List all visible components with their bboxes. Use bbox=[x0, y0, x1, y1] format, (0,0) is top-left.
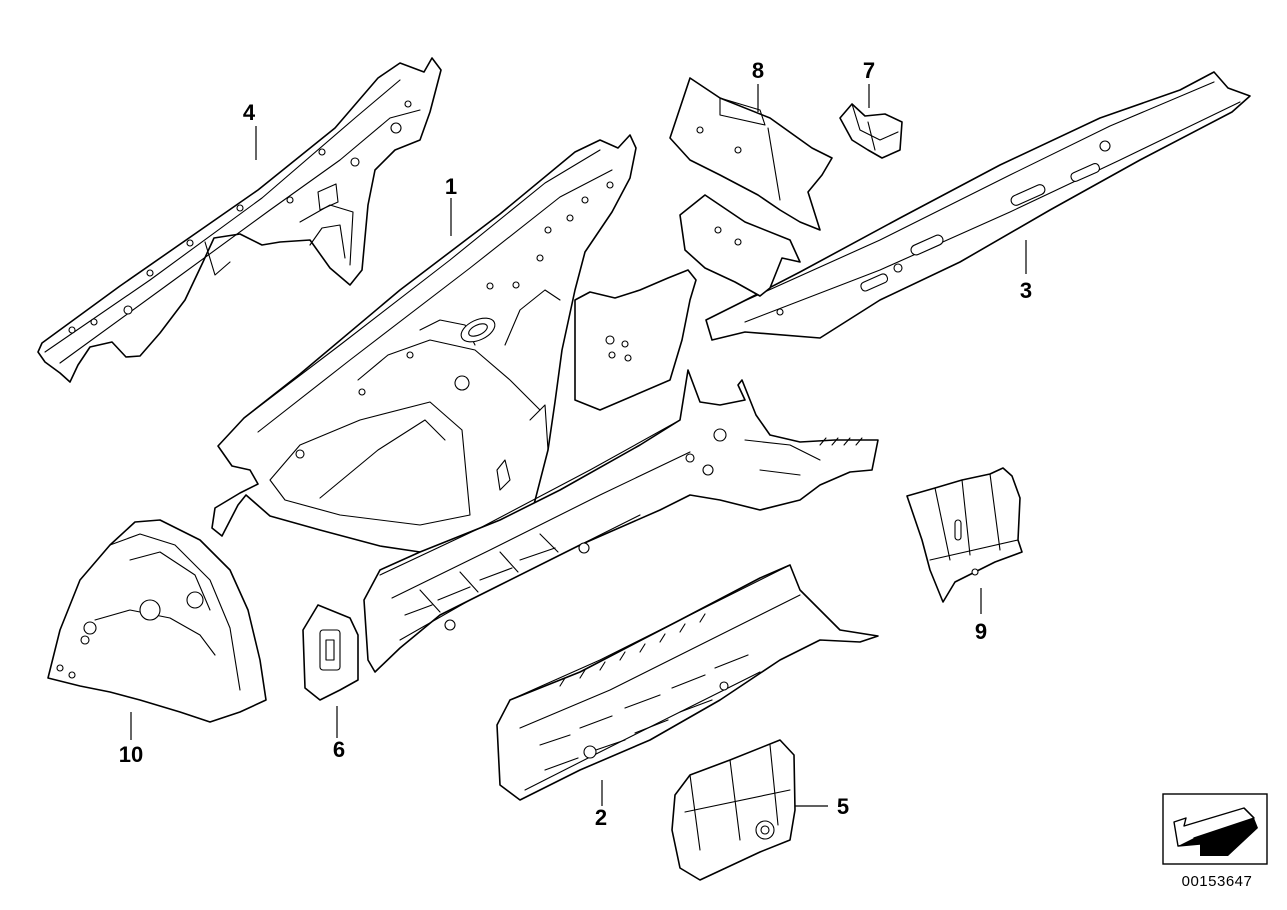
part-3-rear-rail[interactable] bbox=[679, 71, 1251, 341]
callout-2: 2 bbox=[595, 805, 607, 830]
part-9-panel[interactable] bbox=[906, 467, 1023, 603]
callout-3: 3 bbox=[1020, 278, 1032, 303]
callout-1: 1 bbox=[445, 174, 457, 199]
callout-4: 4 bbox=[243, 100, 256, 125]
leader-lines bbox=[130, 84, 1027, 807]
document-number: 00153647 bbox=[1182, 873, 1253, 890]
part-10-wheelhouse[interactable] bbox=[47, 519, 267, 723]
part-6-bracket[interactable] bbox=[302, 604, 359, 701]
callout-9: 9 bbox=[975, 619, 987, 644]
callout-6: 6 bbox=[333, 737, 345, 762]
callout-7: 7 bbox=[863, 58, 875, 83]
part-5-floor-section[interactable] bbox=[671, 739, 796, 881]
part-2-longitudinal-rail[interactable] bbox=[496, 564, 879, 801]
callout-labels: 1 4 8 7 3 9 6 10 2 5 bbox=[119, 58, 1032, 830]
callout-10: 10 bbox=[119, 742, 143, 767]
part-1-front-structure[interactable] bbox=[211, 134, 697, 553]
part-7-gusset[interactable] bbox=[839, 103, 903, 159]
part-1-floor-rail[interactable] bbox=[363, 369, 879, 673]
direction-arrow-icon bbox=[1173, 807, 1258, 856]
callout-8: 8 bbox=[752, 58, 764, 83]
orientation-box bbox=[1162, 793, 1268, 865]
callout-5: 5 bbox=[837, 794, 849, 819]
part-8-bracket[interactable] bbox=[669, 77, 833, 231]
part-4-side-member[interactable] bbox=[37, 57, 442, 383]
